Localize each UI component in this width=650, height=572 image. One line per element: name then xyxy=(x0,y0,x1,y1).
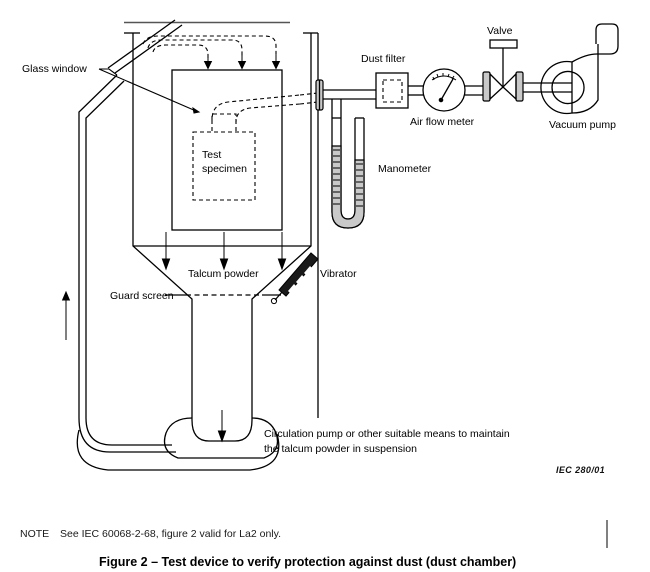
note-prefix: NOTE xyxy=(20,528,49,540)
glass-window-label: Glass window xyxy=(22,63,87,75)
chamber-outlet-flange xyxy=(315,79,324,111)
inlet-arrow-left xyxy=(203,55,213,70)
inner-enclosure xyxy=(171,69,283,231)
iec-reference: IEC 280/01 xyxy=(556,465,605,475)
talcum-powder-label: Talcum powder xyxy=(188,268,259,280)
manometer-scale-left xyxy=(333,149,340,205)
riser-flow-arrow xyxy=(61,290,71,320)
manometer xyxy=(331,110,365,229)
valve xyxy=(482,39,524,102)
circulation-loop xyxy=(76,410,280,471)
talcum-powder-arrows xyxy=(161,232,287,271)
powder-arrow-middle xyxy=(219,232,229,271)
air-distribution-tubes xyxy=(142,35,281,70)
circulation-pump-label-line1: Circulation pump or other suitable means… xyxy=(264,428,510,440)
manometer-label: Manometer xyxy=(378,163,432,175)
powder-arrow-right xyxy=(277,232,287,271)
circulation-riser-pipe xyxy=(61,74,125,418)
duct-valve-to-pump xyxy=(523,82,572,93)
test-specimen-label-line1: Test xyxy=(202,149,221,161)
vibrator-label: Vibrator xyxy=(320,268,357,280)
pump-flow-arrow xyxy=(217,410,227,443)
specimen-suction-tubes xyxy=(211,92,319,131)
inlet-arrow-right xyxy=(271,55,281,70)
circulation-pump-label-line2: the talcum powder in suspension xyxy=(264,443,417,455)
inlet-arrow-middle xyxy=(237,55,247,70)
figure-caption: Figure 2 – Test device to verify protect… xyxy=(99,555,516,569)
guard-screen-label: Guard screen xyxy=(110,290,174,302)
vibrator xyxy=(270,252,319,305)
note-text: See IEC 60068-2-68, figure 2 valid for L… xyxy=(60,528,281,540)
vibrator-hatch xyxy=(288,266,313,294)
dust-filter-label: Dust filter xyxy=(361,53,406,65)
duct-chamber-to-filter xyxy=(323,89,376,112)
valve-label: Valve xyxy=(487,25,513,37)
duct-meter-to-valve xyxy=(465,85,483,96)
dust-chamber-vessel xyxy=(124,32,318,420)
test-specimen-box xyxy=(192,131,256,201)
glass-window xyxy=(107,19,183,74)
manometer-scale-right xyxy=(356,163,363,207)
air-flow-meter xyxy=(422,68,466,112)
dust-filter xyxy=(375,72,409,109)
vacuum-pump-label: Vacuum pump xyxy=(549,119,616,131)
test-specimen-label-line2: specimen xyxy=(202,163,247,175)
vacuum-pump xyxy=(540,23,619,115)
duct-filter-to-meter xyxy=(408,85,424,96)
powder-arrow-left xyxy=(161,232,171,271)
air-flow-meter-label: Air flow meter xyxy=(410,116,475,128)
